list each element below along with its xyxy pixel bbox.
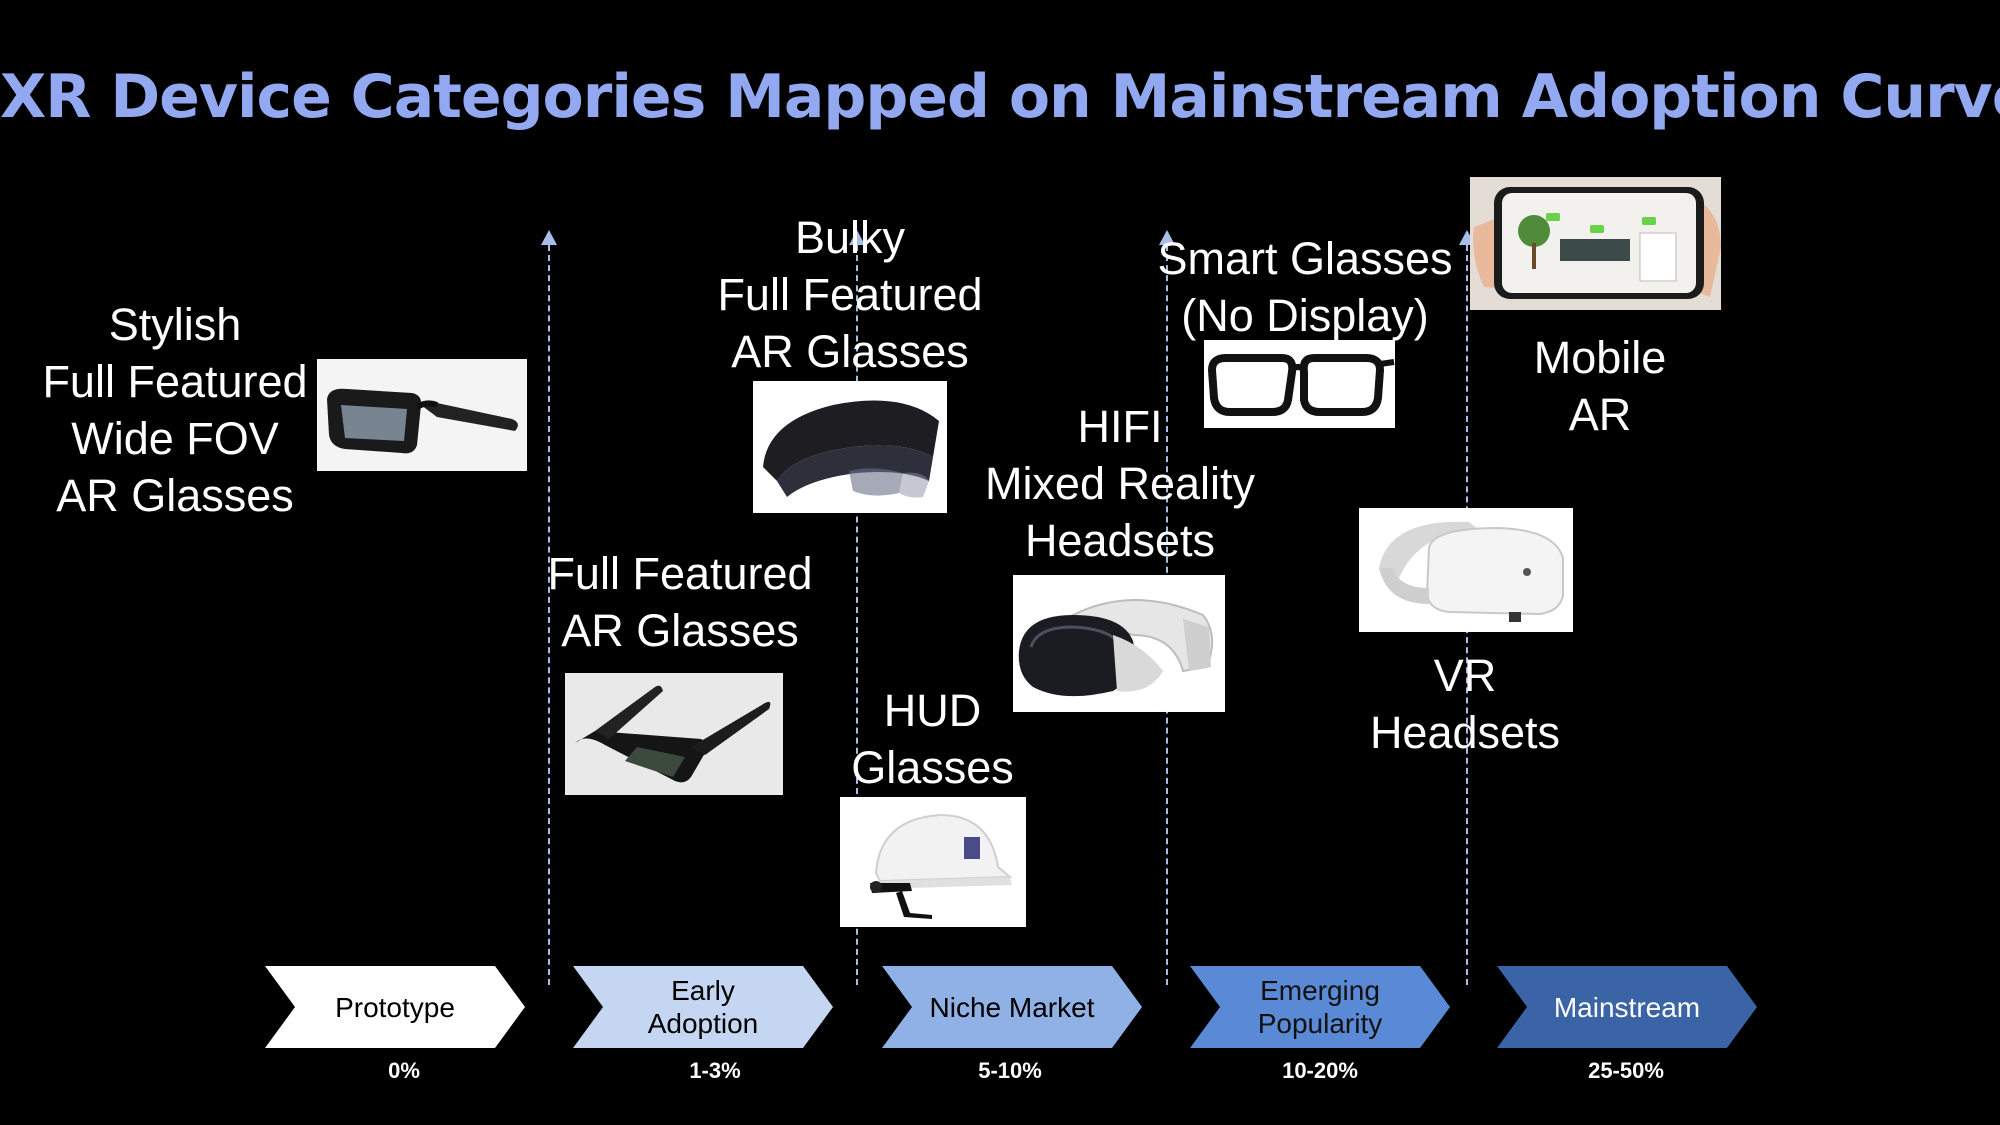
stage-chevron xyxy=(573,966,833,1048)
stage-niche-market: Niche Market xyxy=(882,966,1142,1048)
hifi-mixed-reality-headset-image xyxy=(1013,575,1225,712)
page-title: XR Device Categories Mapped on Mainstrea… xyxy=(0,62,2000,132)
label-vr-headsets: VR Headsets xyxy=(1369,650,1561,758)
bulky-ar-glasses-image xyxy=(753,381,947,513)
stage-early-adoption: Early Adoption xyxy=(573,966,833,1048)
stage-chevron xyxy=(882,966,1142,1048)
label-full-featured-ar-glasses: Full Featured AR Glasses xyxy=(547,548,813,656)
label-hud-glasses: HUD Glasses xyxy=(851,685,1014,793)
smart-glasses-image xyxy=(1204,340,1395,428)
stage-label: Mainstream xyxy=(1553,991,1701,1023)
full-featured-ar-glasses-image xyxy=(565,673,783,795)
label-hifi-mixed-reality: HIFI Mixed Reality Headsets xyxy=(984,401,1256,566)
label-bulky-ar-glasses: Bulky Full Featured AR Glasses xyxy=(717,212,983,377)
vr-headset-image xyxy=(1359,508,1573,632)
stage-chevron xyxy=(265,966,525,1048)
label-stylish-ar-glasses: Stylish Full Featured Wide FOV AR Glasse… xyxy=(42,299,308,521)
stage-label: Niche Market xyxy=(929,991,1095,1023)
percent-niche-market: 5-10% xyxy=(978,1058,1042,1083)
stage-mainstream: Mainstream xyxy=(1497,966,1757,1048)
stage-emerging-popularity: Emerging Popularity xyxy=(1190,966,1450,1048)
hud-glasses-image xyxy=(840,797,1026,927)
stage-label: Early Adoption xyxy=(647,975,759,1039)
label-mobile-ar: Mobile AR xyxy=(1533,332,1667,440)
stage-chevron xyxy=(1497,966,1757,1048)
percent-prototype: 0% xyxy=(388,1058,420,1083)
stylish-ar-glasses-image xyxy=(317,359,527,471)
percent-mainstream: 25-50% xyxy=(1588,1058,1664,1083)
divider-arrow-1 xyxy=(541,230,557,245)
percent-early-adoption: 1-3% xyxy=(689,1058,741,1083)
stage-chevron xyxy=(1190,966,1450,1048)
mobile-ar-image xyxy=(1470,177,1721,310)
divider-line-2 xyxy=(856,245,858,985)
stage-label: Emerging Popularity xyxy=(1257,975,1383,1039)
label-smart-glasses: Smart Glasses (No Display) xyxy=(1157,233,1453,341)
percent-emerging-popularity: 10-20% xyxy=(1282,1058,1358,1083)
stage-prototype: Prototype xyxy=(265,966,525,1048)
stage-label: Prototype xyxy=(335,991,455,1023)
divider-arrow-2 xyxy=(849,230,865,245)
divider-line-1 xyxy=(548,245,550,985)
divider-arrow-3 xyxy=(1159,230,1175,245)
